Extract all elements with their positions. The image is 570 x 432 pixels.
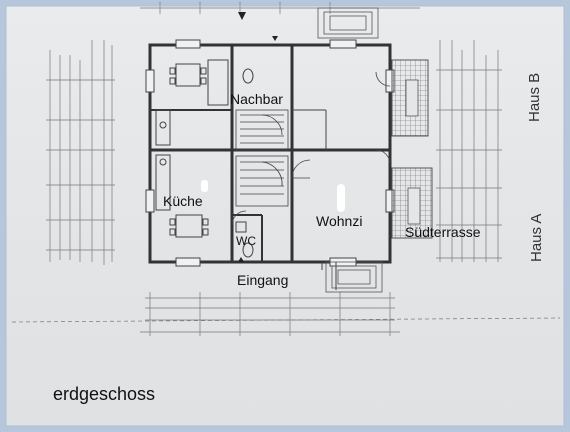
glare-marks — [201, 180, 345, 212]
label-suedterrasse: Südterrasse — [405, 224, 481, 240]
label-haus-b: Haus B — [526, 72, 543, 122]
building-walls — [148, 43, 392, 264]
label-eingang: Eingang — [237, 272, 289, 288]
interior-lines — [292, 109, 337, 290]
doors — [231, 71, 391, 226]
label-nachbar: Nachbar — [230, 91, 283, 107]
label-wc: WC — [236, 234, 256, 248]
kitchen-counters — [155, 59, 229, 211]
dining-table-upper — [169, 63, 207, 87]
staircase-upper — [235, 109, 289, 151]
staircase-lower — [235, 155, 289, 207]
wc-fixtures — [235, 68, 254, 258]
entrance-steps — [317, 7, 383, 293]
left-dimension-lines — [46, 40, 115, 265]
label-haus-a: Haus A — [528, 213, 545, 262]
right-dimension-lines — [436, 40, 502, 262]
markers — [238, 12, 278, 262]
terrace-upper — [391, 59, 429, 137]
terrace-lower — [391, 167, 433, 239]
inner-border — [5, 5, 565, 427]
caption-erdgeschoss: erdgeschoss — [53, 384, 156, 404]
dining-table-lower — [169, 214, 209, 238]
label-wohnzi: Wohnzi — [316, 213, 363, 229]
windows — [145, 39, 395, 267]
label-kueche: Küche — [163, 193, 203, 209]
bottom-dimension-lines — [11, 292, 561, 336]
